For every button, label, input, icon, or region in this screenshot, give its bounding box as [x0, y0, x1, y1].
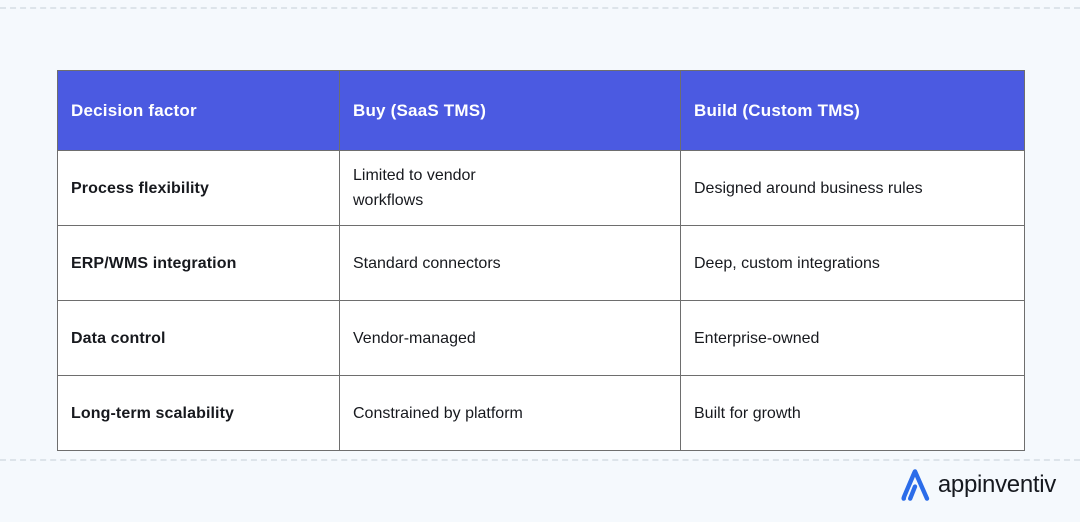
bottom-texture-line [0, 459, 1080, 461]
brand-logo: appinventiv [899, 464, 1056, 506]
cell-factor: ERP/WMS integration [57, 225, 340, 301]
appinventiv-a-triangle-icon [901, 469, 930, 501]
brand-logo-text: appinventiv [937, 471, 1056, 498]
table-row-data-control: Data control Vendor-managed Enterprise-o… [57, 300, 1025, 376]
cell-buy: Constrained by platform [339, 375, 681, 451]
comparison-table: Decision factor Buy (SaaS TMS) Build (Cu… [57, 70, 1025, 451]
cell-factor: Data control [57, 300, 340, 376]
column-header-buy-saas-tms: Buy (SaaS TMS) [339, 70, 681, 151]
cell-build: Built for growth [680, 375, 1025, 451]
cell-build: Deep, custom integrations [680, 225, 1025, 301]
column-header-decision-factor: Decision factor [57, 70, 340, 151]
cell-buy: Vendor-managed [339, 300, 681, 376]
cell-build: Enterprise-owned [680, 300, 1025, 376]
table-header-row: Decision factor Buy (SaaS TMS) Build (Cu… [57, 70, 1025, 151]
table-row-long-term-scalability: Long-term scalability Constrained by pla… [57, 375, 1025, 451]
cell-buy: Standard connectors [339, 225, 681, 301]
cell-build: Designed around business rules [680, 150, 1025, 226]
cell-buy: Limited to vendor workflows [339, 150, 681, 226]
table-row-process-flexibility: Process flexibility Limited to vendor wo… [57, 150, 1025, 226]
top-texture-line [0, 7, 1080, 9]
cell-factor: Process flexibility [57, 150, 340, 226]
cell-factor: Long-term scalability [57, 375, 340, 451]
table-row-erp-wms-integration: ERP/WMS integration Standard connectors … [57, 225, 1025, 301]
column-header-build-custom-tms: Build (Custom TMS) [680, 70, 1025, 151]
